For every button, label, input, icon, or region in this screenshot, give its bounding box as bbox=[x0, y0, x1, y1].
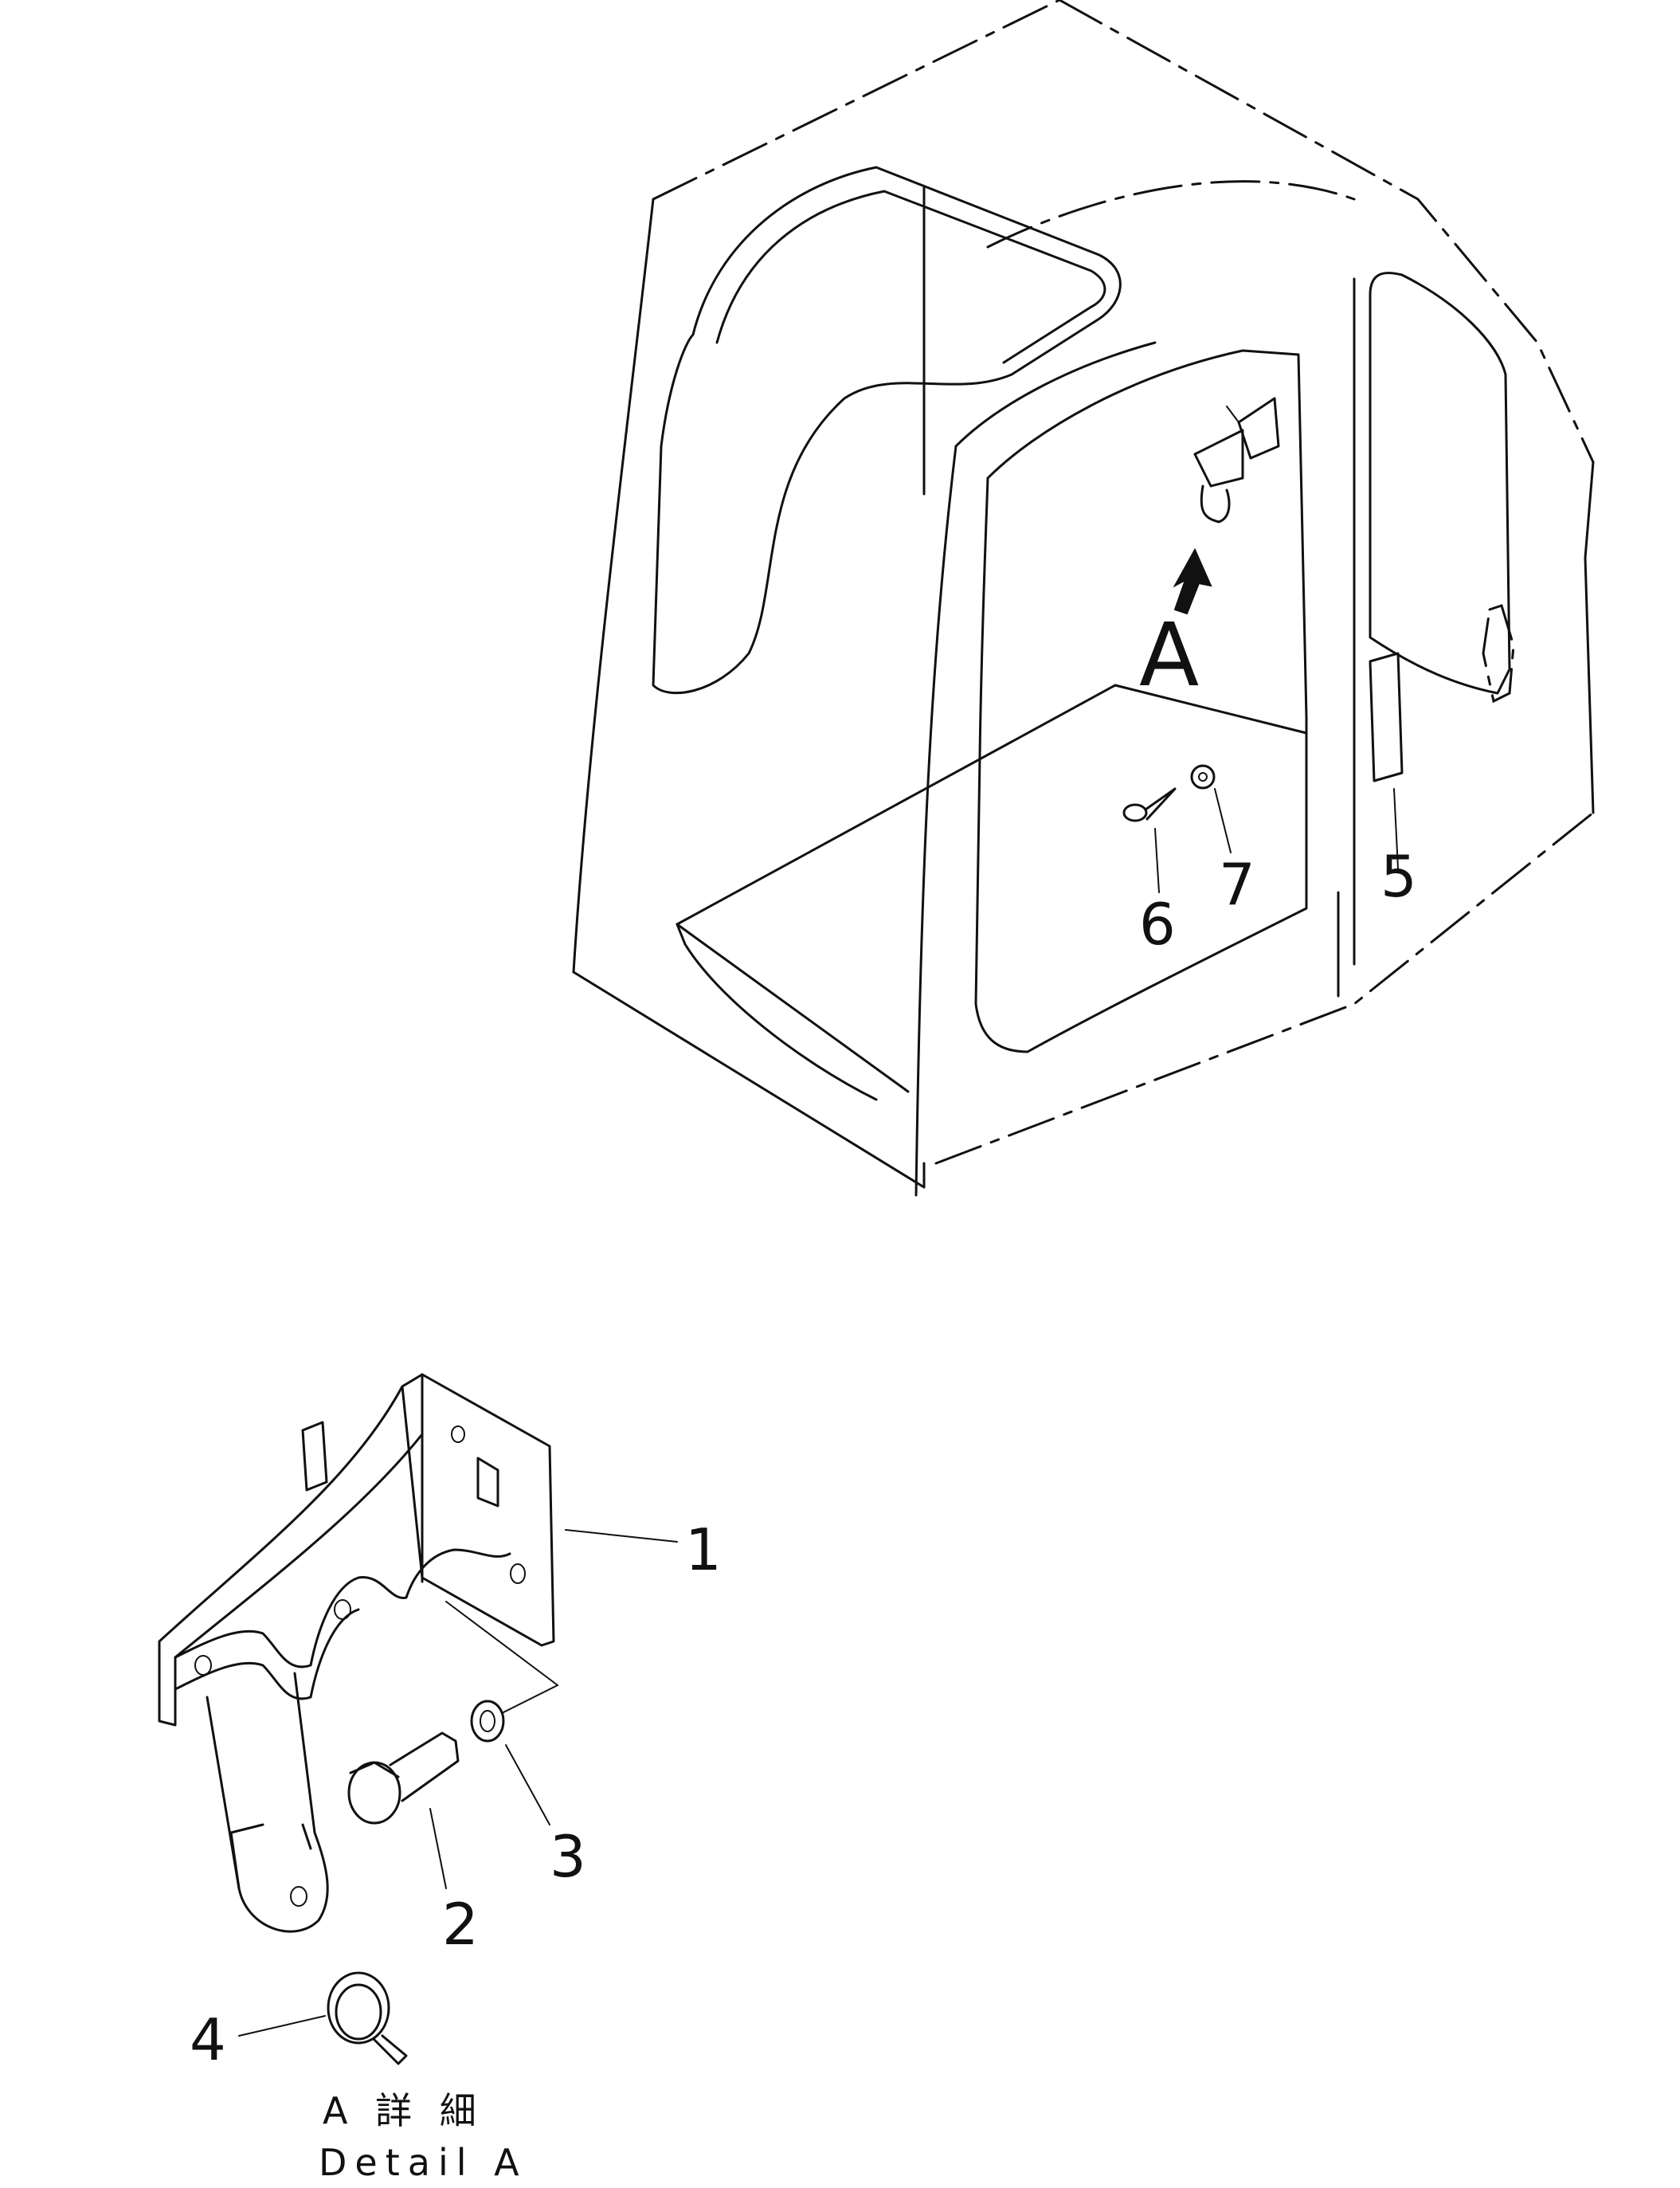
leader-1 bbox=[565, 1529, 678, 1543]
rear-hidden-panel bbox=[1482, 604, 1515, 704]
leader-2 bbox=[429, 1808, 447, 1889]
callout-3: 3 bbox=[550, 1823, 586, 1890]
detail-marker: A bbox=[1139, 604, 1199, 706]
cab-floor-edge bbox=[676, 684, 1308, 926]
bolt-head bbox=[347, 1761, 401, 1825]
bolt-shank bbox=[389, 1731, 460, 1802]
bracket-strap bbox=[206, 1672, 329, 1933]
callout-7: 7 bbox=[1219, 851, 1255, 918]
cab-base-front bbox=[572, 970, 926, 1189]
hook-bracket-part-1 bbox=[158, 1373, 678, 1933]
front-window-outline bbox=[652, 166, 1122, 695]
hook-assembly-installed bbox=[1193, 397, 1280, 523]
leader-6 bbox=[1154, 828, 1160, 893]
operator-cab bbox=[572, 0, 1595, 1197]
cab-roof-rear-edge bbox=[1058, 0, 1595, 464]
bracket-mount-line bbox=[445, 1601, 558, 1686]
bolt-part-2 bbox=[347, 1731, 460, 1889]
cab-base-side bbox=[934, 811, 1595, 1165]
bracket-hook-profile bbox=[174, 1548, 511, 1668]
cab-door-pillar bbox=[914, 445, 957, 1197]
leader-4 bbox=[238, 2015, 326, 2037]
bracket-back-plate bbox=[401, 1373, 555, 1647]
caption-japanese: A 詳 細 bbox=[323, 2089, 484, 2132]
cab-roof-mid-edge bbox=[986, 180, 1356, 249]
rear-window-outline bbox=[1369, 272, 1511, 695]
callout-5: 5 bbox=[1380, 843, 1417, 910]
leader-3 bbox=[505, 1744, 550, 1825]
plate-part-5 bbox=[1369, 652, 1404, 782]
cab-roof-front-edge bbox=[652, 0, 1061, 201]
caption-english: Detail A bbox=[319, 2141, 527, 2184]
arrow-icon bbox=[1173, 547, 1212, 615]
cab-rear-corner bbox=[1584, 461, 1595, 814]
leader-5 bbox=[1393, 788, 1399, 869]
washer-part-7 bbox=[1190, 764, 1232, 853]
callout-6: 6 bbox=[1139, 891, 1176, 958]
tape-roll-part-4 bbox=[238, 1971, 408, 2065]
screw-part-6 bbox=[1122, 787, 1177, 893]
callout-4: 4 bbox=[190, 2006, 226, 2073]
callout-2: 2 bbox=[442, 1891, 479, 1958]
door-opening-outline bbox=[974, 349, 1308, 1053]
washer-part-3 bbox=[470, 1700, 550, 1825]
cab-front-left-pillar bbox=[572, 198, 655, 974]
callout-1: 1 bbox=[685, 1516, 722, 1583]
bracket-side-plate bbox=[158, 1385, 424, 1727]
leader-7 bbox=[1214, 788, 1232, 853]
